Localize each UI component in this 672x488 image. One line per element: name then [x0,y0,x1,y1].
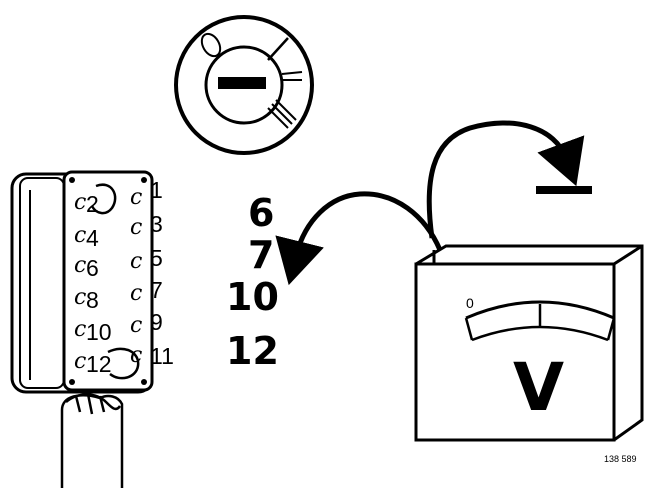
figure-reference: 138 589 [604,454,637,464]
pin-socket-icon: c [74,190,86,215]
meter-scale-arc [465,300,615,320]
terminal-label-7: 7 [248,233,274,277]
ground-symbol-icon [536,186,592,194]
terminal-label-6: 6 [248,191,274,235]
pin-socket-icon: c [74,285,86,310]
meter-zero-label: 0 [466,295,474,311]
pin-column-right: c 1 c 3 c 5 c 7 c 9 c 11 [130,177,174,369]
terminal-lead-arrow-icon [275,191,443,286]
pin-label-10: 10 [86,319,112,345]
pin-label-5: 5 [150,245,163,271]
pin-socket-icon: c [130,215,142,240]
pin-socket-icon: c [130,249,142,274]
pin-label-6: 6 [86,255,99,281]
pin-label-11: 11 [150,343,174,369]
pin-socket-icon: c [74,349,86,374]
pin-label-7: 7 [150,277,163,303]
ignition-switch-icon [174,15,314,155]
pin-socket-icon: c [130,185,142,210]
pin-label-2: 2 [86,191,99,217]
pin-socket-icon: c [74,223,86,248]
pin-label-3: 3 [150,211,163,237]
pin-label-1: 1 [150,177,163,203]
ground-lead-arrow-icon [426,120,585,239]
terminal-label-10: 10 [226,275,279,319]
test-terminal-list: 6 7 10 12 [226,191,279,373]
voltmeter-icon: 0 V [414,244,644,442]
pin-socket-icon: c [130,313,142,338]
pin-socket-icon: c [74,317,86,342]
pin-label-8: 8 [86,287,99,313]
pin-socket-icon: c [130,343,142,368]
pin-socket-icon: c [130,281,142,306]
connector-plug-icon [10,170,154,394]
pin-socket-icon: c [74,253,86,278]
hand-icon [60,347,140,488]
pin-label-12: 12 [86,351,112,377]
terminal-label-12: 12 [226,329,279,373]
pin-column-left: c 2 c 4 c 6 c 8 c 10 c 12 [74,190,112,377]
meter-unit-label: V [513,349,564,426]
pin-label-4: 4 [86,225,99,251]
pin-label-9: 9 [150,309,163,335]
